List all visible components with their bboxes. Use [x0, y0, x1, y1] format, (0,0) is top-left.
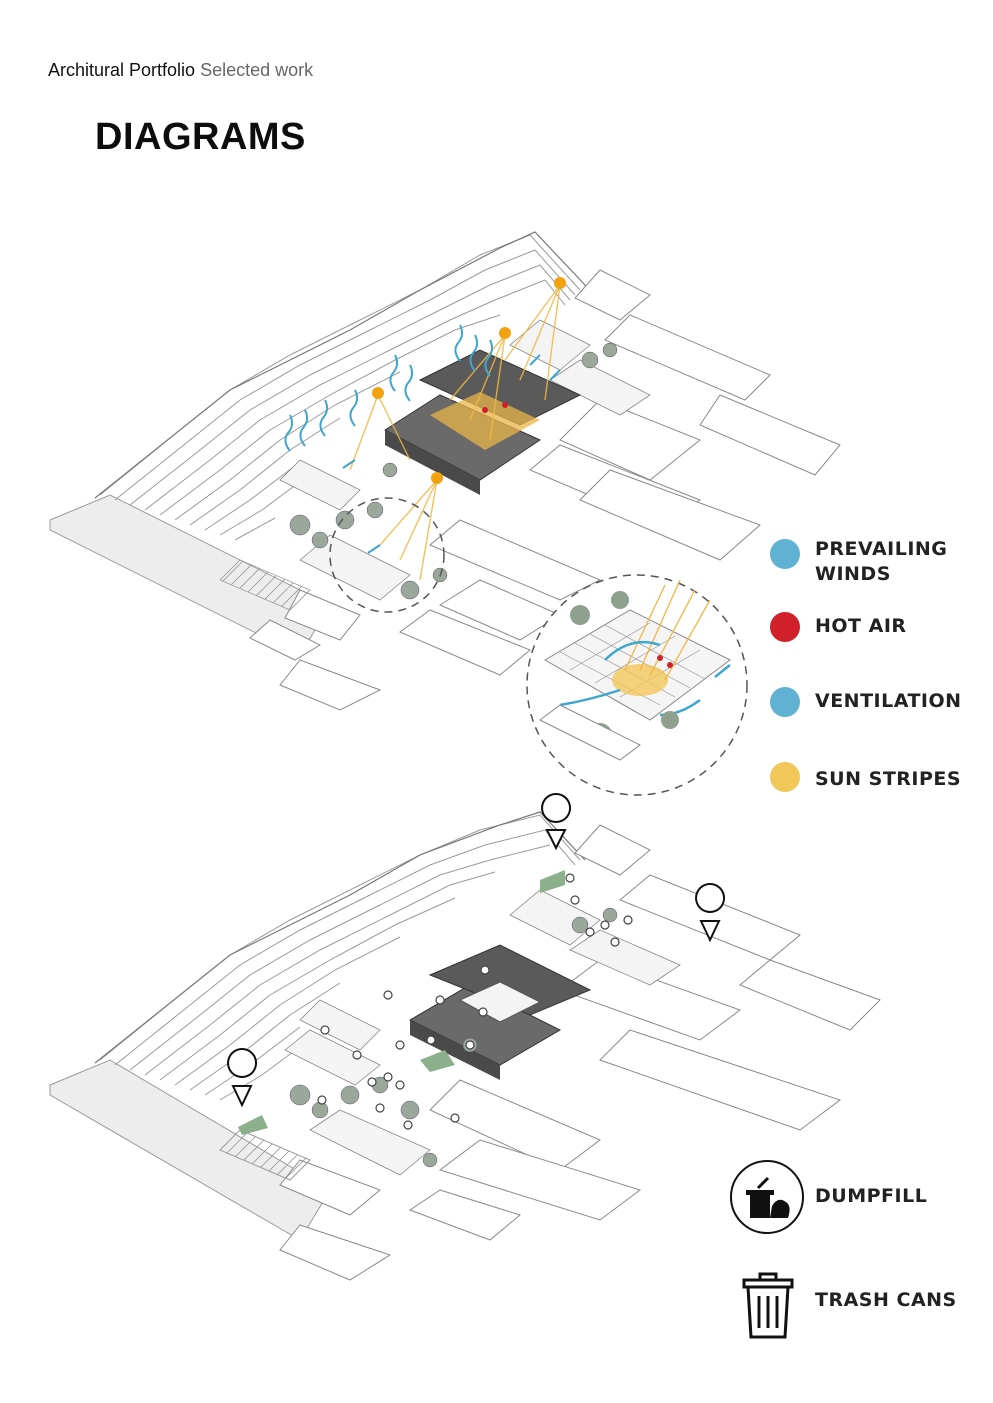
legend-dot-hot-air	[770, 612, 800, 642]
legend-label-hot-air: HOT AIR	[815, 614, 907, 639]
legend-dot-ventilation	[770, 687, 800, 717]
legend-line2: WINDS	[815, 562, 947, 587]
detail-callout-large	[527, 575, 747, 795]
legend-label-dumpfill: DUMPFILL	[815, 1184, 927, 1209]
trash-can-icon	[742, 1272, 794, 1340]
climate-diagram	[50, 232, 840, 795]
legend-line1: PREVAILING	[815, 537, 947, 562]
terrain-outline	[95, 232, 590, 498]
legend-label-sun-stripes: SUN STRIPES	[815, 767, 961, 792]
legend-dot-prevailing-winds	[770, 539, 800, 569]
legend-label-ventilation: VENTILATION	[815, 689, 962, 714]
legend-label-prevailing-winds: PREVAILING WINDS	[815, 537, 947, 587]
road-bottom	[50, 1060, 330, 1240]
dumpfill-icon	[728, 1158, 806, 1236]
legend-dot-sun-stripes	[770, 762, 800, 792]
legend-label-trash-cans: TRASH CANS	[815, 1288, 957, 1313]
